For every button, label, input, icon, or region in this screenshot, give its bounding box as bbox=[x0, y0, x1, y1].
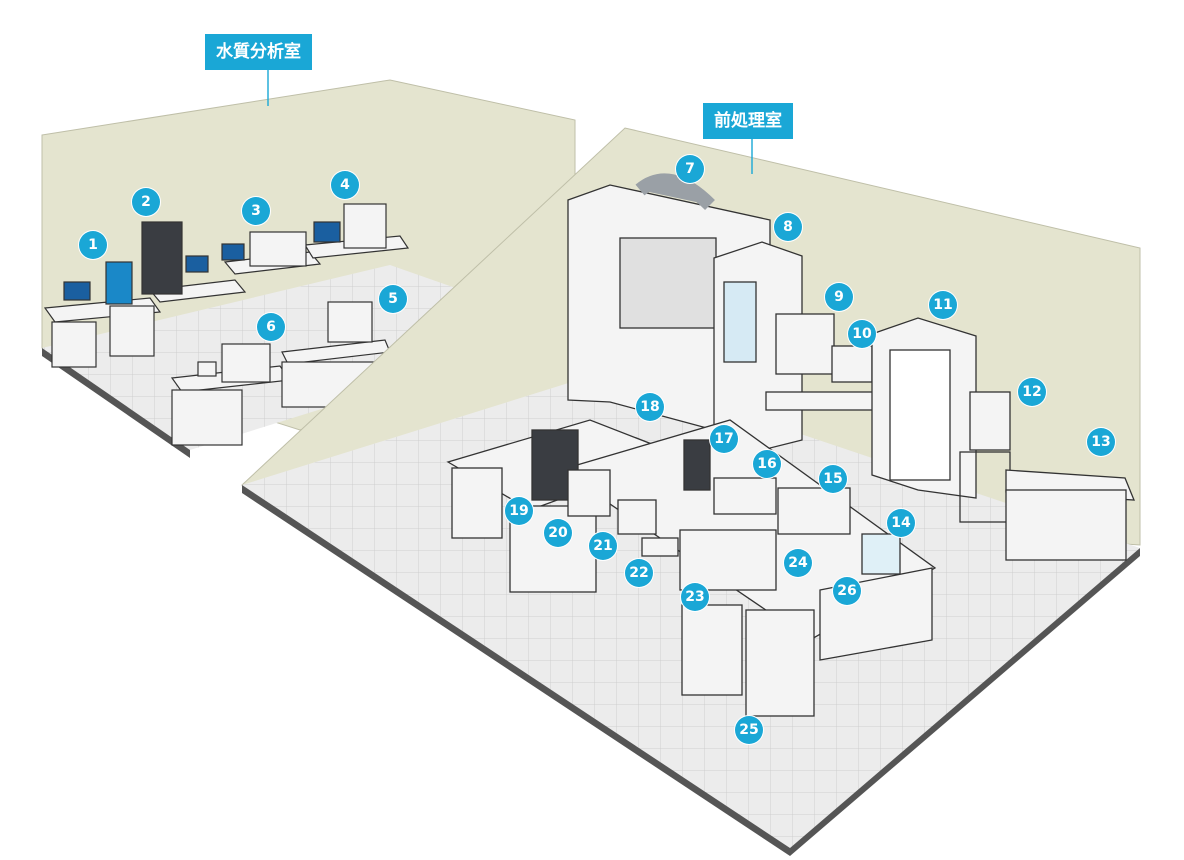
analyzer-icon bbox=[106, 262, 132, 304]
marker-10[interactable]: 10 bbox=[848, 320, 876, 348]
marker-5[interactable]: 5 bbox=[379, 285, 407, 313]
monitor-icon bbox=[198, 362, 216, 376]
chromatograph-icon bbox=[142, 222, 182, 294]
marker-16[interactable]: 16 bbox=[753, 450, 781, 478]
spectrometer-icon bbox=[250, 232, 306, 266]
shaker bbox=[680, 530, 776, 590]
freezer bbox=[682, 605, 742, 695]
marker-14[interactable]: 14 bbox=[887, 509, 915, 537]
marker-9[interactable]: 9 bbox=[825, 283, 853, 311]
ph-meter bbox=[684, 440, 710, 490]
chiller bbox=[746, 610, 814, 716]
marker-21[interactable]: 21 bbox=[589, 532, 617, 560]
marker-7[interactable]: 7 bbox=[676, 155, 704, 183]
balance bbox=[862, 534, 900, 574]
marker-17[interactable]: 17 bbox=[710, 425, 738, 453]
marker-3[interactable]: 3 bbox=[242, 197, 270, 225]
marker-22[interactable]: 22 bbox=[625, 559, 653, 587]
icp-analyzer-icon bbox=[344, 204, 386, 248]
marker-18[interactable]: 18 bbox=[636, 393, 664, 421]
titrator bbox=[568, 470, 610, 516]
marker-11[interactable]: 11 bbox=[929, 291, 957, 319]
fume-hood-window bbox=[620, 238, 716, 328]
monitor-icon bbox=[314, 222, 340, 242]
marker-19[interactable]: 19 bbox=[505, 497, 533, 525]
marker-2[interactable]: 2 bbox=[132, 188, 160, 216]
marker-20[interactable]: 20 bbox=[544, 519, 572, 547]
marker-25[interactable]: 25 bbox=[735, 716, 763, 744]
water-purifier bbox=[970, 392, 1010, 450]
monitor-icon bbox=[64, 282, 90, 300]
drying-oven bbox=[776, 314, 834, 374]
marker-15[interactable]: 15 bbox=[819, 465, 847, 493]
evaporator bbox=[618, 500, 656, 534]
marker-8[interactable]: 8 bbox=[774, 213, 802, 241]
oven-bench bbox=[766, 392, 874, 410]
marker-23[interactable]: 23 bbox=[681, 583, 709, 611]
incubator bbox=[832, 346, 872, 382]
marker-4[interactable]: 4 bbox=[331, 171, 359, 199]
water-bath bbox=[778, 488, 850, 534]
marker-6[interactable]: 6 bbox=[257, 313, 285, 341]
marker-1[interactable]: 1 bbox=[79, 231, 107, 259]
marker-26[interactable]: 26 bbox=[833, 577, 861, 605]
monitor-icon bbox=[186, 256, 208, 272]
autosampler-icon bbox=[222, 344, 270, 382]
pretreatment-room-label: 前処理室 bbox=[703, 103, 793, 139]
water-quality-room-label: 水質分析室 bbox=[205, 34, 312, 70]
marker-12[interactable]: 12 bbox=[1018, 378, 1046, 406]
marker-24[interactable]: 24 bbox=[784, 549, 812, 577]
hotplate bbox=[642, 538, 678, 556]
spectro-unit bbox=[714, 478, 776, 514]
monitor-icon bbox=[222, 244, 244, 260]
marker-13[interactable]: 13 bbox=[1087, 428, 1115, 456]
sampler-icon bbox=[328, 302, 372, 342]
